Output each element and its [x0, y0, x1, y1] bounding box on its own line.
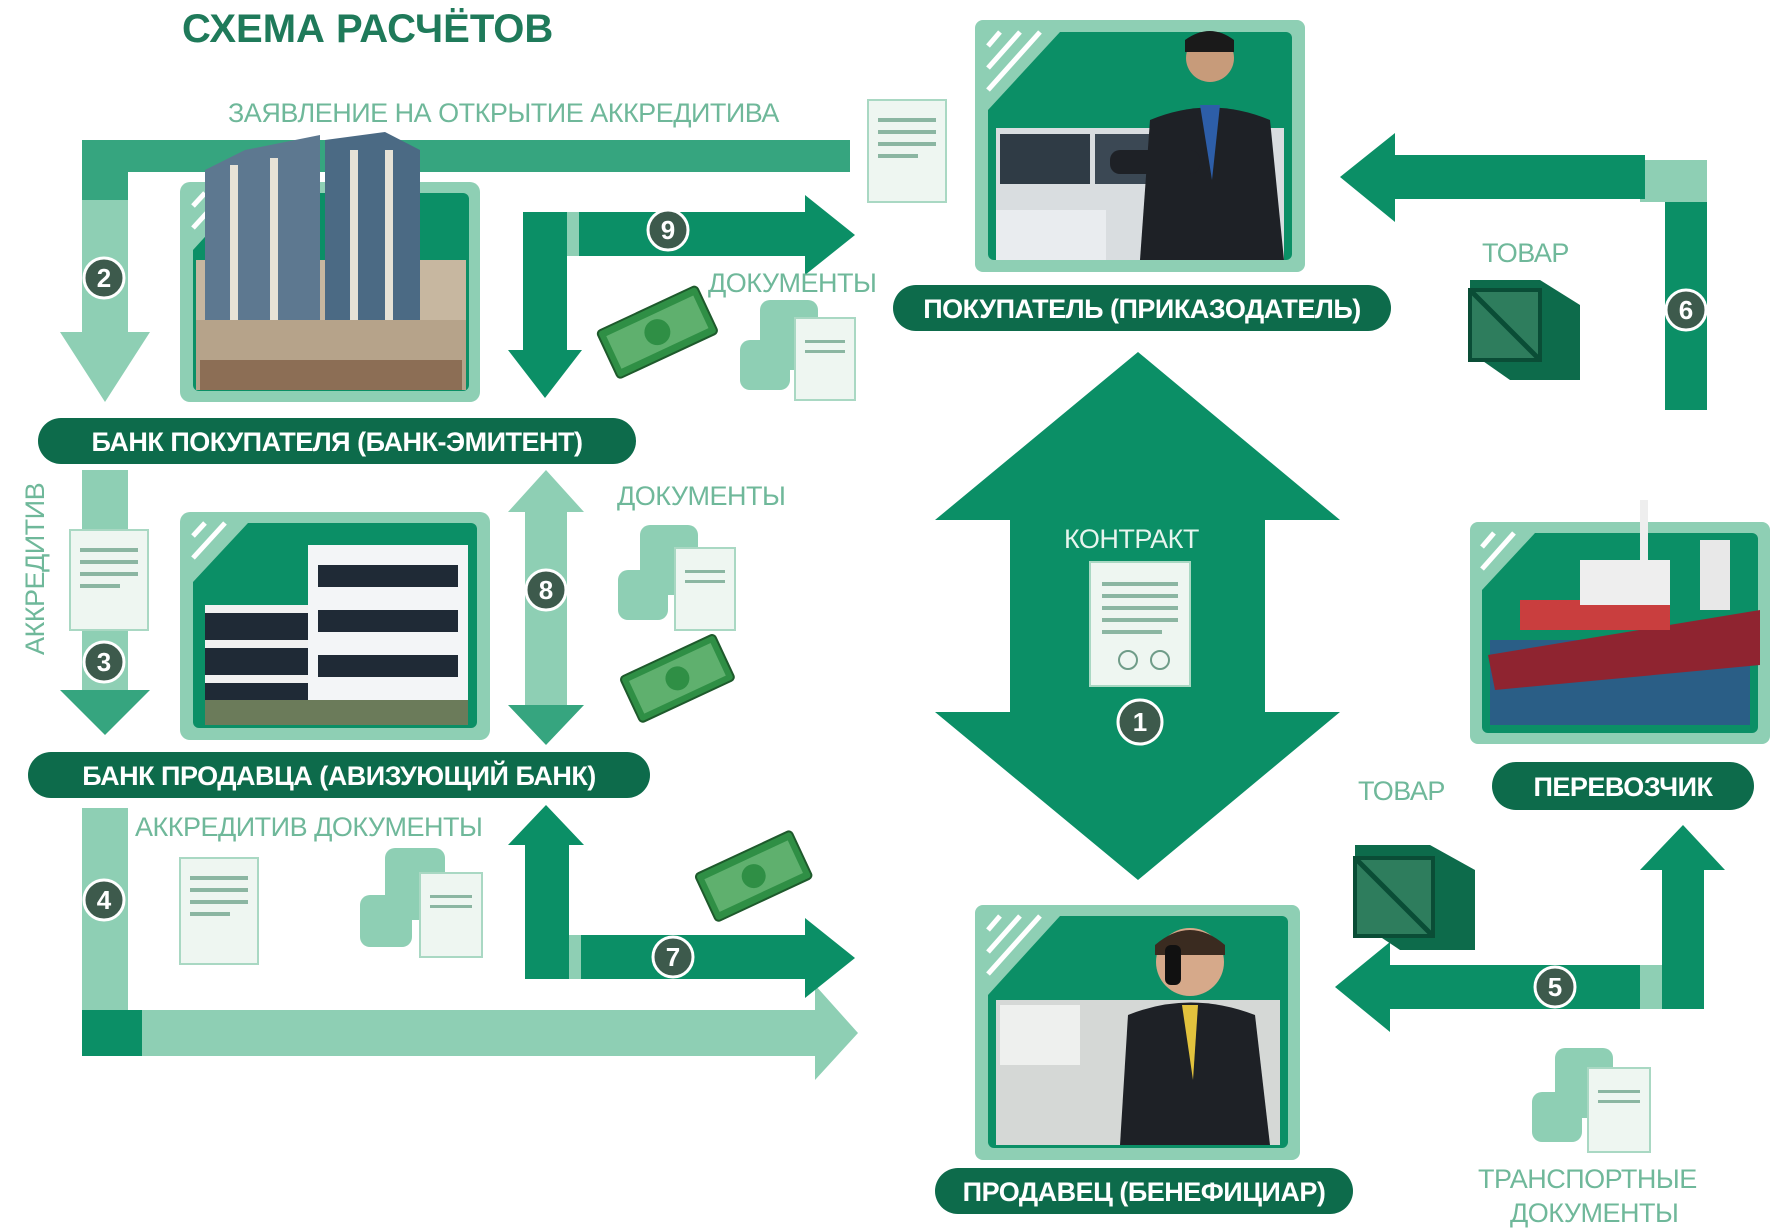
svg-text:8: 8: [539, 575, 553, 605]
svg-text:5: 5: [1548, 972, 1562, 1002]
lc-to-seller-arrow: [82, 808, 858, 1080]
lc-documents-label: АККРЕДИТИВ ДОКУМЕНТЫ: [135, 812, 482, 842]
contract-label: КОНТРАКТ: [1064, 524, 1199, 554]
goods-arrow-6: [1340, 133, 1707, 410]
documents-label-top: ДОКУМЕНТЫ: [708, 268, 876, 298]
seller-bank-photo: [180, 512, 490, 740]
carrier-photo: [1470, 500, 1770, 744]
step-badge-1: 1: [1116, 698, 1164, 746]
application-document-icon: [867, 99, 947, 203]
transport-documents-label-line2: ДОКУМЕНТЫ: [1510, 1198, 1678, 1228]
goods-crate-top: [1468, 280, 1580, 380]
buyer-bank-photo: [180, 132, 480, 402]
step-badge-5: 5: [1533, 965, 1577, 1009]
application-label: ЗАЯВЛЕНИЕ НА ОТКРЫТИЕ АККРЕДИТИВА: [228, 98, 779, 128]
letter-of-credit-document-icon: [69, 529, 149, 631]
seller-node-label: ПРОДАВЕЦ (БЕНЕФИЦИАР): [935, 1168, 1353, 1214]
money-icon-top: [596, 285, 718, 379]
step-badge-6: 6: [1664, 288, 1708, 332]
goods-label-bottom: ТОВАР: [1358, 776, 1445, 806]
seller-bank-node-label: БАНК ПРОДАВЦА (АВИЗУЮЩИЙ БАНК): [28, 752, 650, 798]
money-icon-bottom: [694, 830, 813, 922]
lc-document-icon: [179, 857, 259, 965]
svg-text:1: 1: [1133, 707, 1147, 737]
step-badge-4: 4: [82, 878, 126, 922]
money-icon-mid: [620, 634, 735, 723]
step-badge-2: 2: [82, 256, 126, 300]
goods-label-top: ТОВАР: [1482, 238, 1569, 268]
step-badge-3: 3: [82, 640, 126, 684]
documents-label-mid: ДОКУМЕНТЫ: [617, 481, 785, 511]
lc-documents-icon: [360, 848, 483, 958]
step-badge-8: 8: [524, 568, 568, 612]
buyer-bank-name: БАНК ПОКУПАТЕЛЯ (БАНК-ЭМИТЕНТ): [91, 427, 582, 457]
goods-crate-bottom: [1353, 845, 1475, 950]
transport-documents-icon: [1532, 1048, 1651, 1153]
letter-of-credit-label: АККРЕДИТИВ: [20, 483, 50, 655]
payment-arrow-7: [508, 805, 855, 998]
diagram-title: СХЕМА РАСЧЁТОВ: [182, 7, 553, 51]
buyer-photo: [975, 20, 1305, 272]
svg-text:3: 3: [97, 647, 111, 677]
documents-icon-mid: [618, 525, 736, 631]
contract-document-icon: [1089, 561, 1191, 687]
carrier-node-label: ПЕРЕВОЗЧИК: [1492, 762, 1754, 810]
buyer-name: ПОКУПАТЕЛЬ (ПРИКАЗОДАТЕЛЬ): [923, 294, 1361, 324]
seller-bank-name: БАНК ПРОДАВЦА (АВИЗУЮЩИЙ БАНК): [82, 760, 596, 791]
svg-text:7: 7: [666, 942, 680, 972]
goods-arrow-5: [1335, 825, 1725, 1032]
seller-name: ПРОДАВЕЦ (БЕНЕФИЦИАР): [963, 1177, 1326, 1207]
svg-text:2: 2: [97, 263, 111, 293]
step-badge-7: 7: [651, 935, 695, 979]
svg-text:9: 9: [661, 215, 675, 245]
carrier-name: ПЕРЕВОЗЧИК: [1533, 772, 1713, 802]
transport-documents-label-line1: ТРАНСПОРТНЫЕ: [1478, 1164, 1697, 1194]
buyer-bank-node-label: БАНК ПОКУПАТЕЛЯ (БАНК-ЭМИТЕНТ): [38, 418, 636, 464]
documents-icon-top: [740, 300, 856, 401]
payment-arrow-9: [508, 195, 855, 398]
step-badge-9: 9: [646, 208, 690, 252]
seller-photo: [975, 905, 1300, 1160]
svg-text:4: 4: [97, 885, 112, 915]
buyer-node-label: ПОКУПАТЕЛЬ (ПРИКАЗОДАТЕЛЬ): [893, 285, 1391, 331]
svg-text:6: 6: [1679, 295, 1693, 325]
